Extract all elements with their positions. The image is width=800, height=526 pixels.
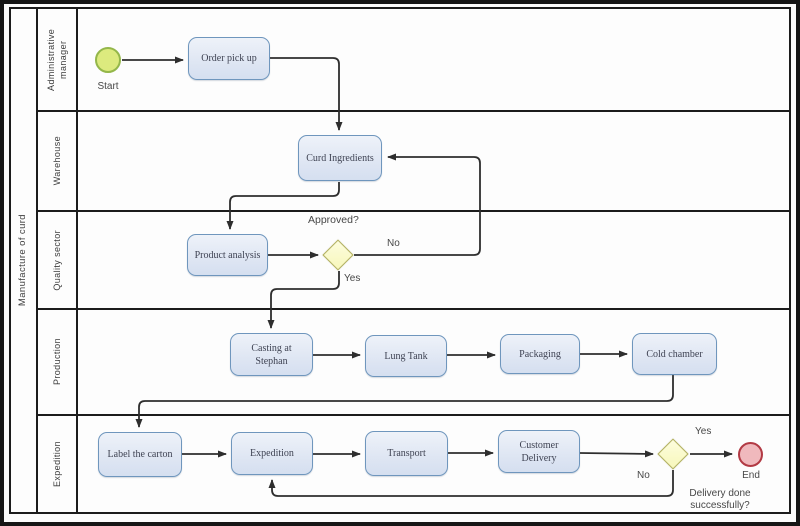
lane-production: Production [38, 310, 789, 416]
flow-customer-delivery-to-delivery-gateway [579, 450, 654, 458]
approved-no-label: No [387, 238, 400, 249]
lane-label-cell: Administrative manager [38, 9, 78, 110]
lane-administrative-manager: Administrative manager [38, 9, 789, 112]
pool-manufacture-of-curd: Manufacture of curd Administrative manag… [9, 7, 791, 514]
flow-delivery-no-to-expedition [268, 470, 674, 497]
flow-approved-no-to-curd-ingredients [354, 153, 481, 256]
lane-warehouse: Warehouse [38, 112, 789, 212]
lanes: Administrative manager Warehouse Quality… [38, 9, 789, 512]
delivery-gateway-question: Delivery done successfully? [689, 488, 751, 511]
lane-label-cell: Expedition [38, 416, 78, 512]
task-cold-chamber[interactable]: Cold chamber [632, 333, 717, 375]
task-packaging[interactable]: Packaging [500, 334, 580, 374]
task-curd-ingredients[interactable]: Curd Ingredients [298, 135, 382, 181]
task-customer-delivery[interactable]: Customer Delivery [498, 430, 580, 473]
lane-expedition: Expedition [38, 416, 789, 512]
end-event-label: End [742, 470, 760, 481]
task-lung-tank[interactable]: Lung Tank [365, 335, 447, 377]
pool-title-cell: Manufacture of curd [11, 9, 38, 512]
task-expedition[interactable]: Expedition [231, 432, 313, 475]
lane-quality-sector: Quality sector [38, 212, 789, 310]
flow-order-pickup-to-curd-ingredients [270, 57, 343, 131]
approved-gateway[interactable] [322, 239, 354, 271]
lane-label-cell: Warehouse [38, 112, 78, 210]
task-transport[interactable]: Transport [365, 431, 448, 476]
delivery-yes-label: Yes [695, 426, 712, 437]
flow-approved-yes-to-casting [267, 271, 340, 329]
end-event[interactable] [738, 442, 763, 467]
delivery-gateway[interactable] [657, 438, 689, 470]
delivery-no-label: No [637, 470, 650, 481]
lane-label-cell: Quality sector [38, 212, 78, 308]
flow-cold-chamber-to-label-carton [135, 375, 674, 428]
start-event-label: Start [97, 81, 119, 92]
approved-yes-label: Yes [344, 273, 361, 284]
start-event[interactable] [95, 47, 121, 73]
task-label-the-carton[interactable]: Label the carton [98, 432, 182, 477]
approved-gateway-question: Approved? [308, 214, 359, 226]
flow-curd-ingredients-to-product-analysis [226, 182, 340, 230]
task-order-pick-up[interactable]: Order pick up [188, 37, 270, 80]
lane-label-cell: Production [38, 310, 78, 414]
task-product-analysis[interactable]: Product analysis [187, 234, 268, 276]
task-casting-at-stephan[interactable]: Casting at Stephan [230, 333, 313, 376]
